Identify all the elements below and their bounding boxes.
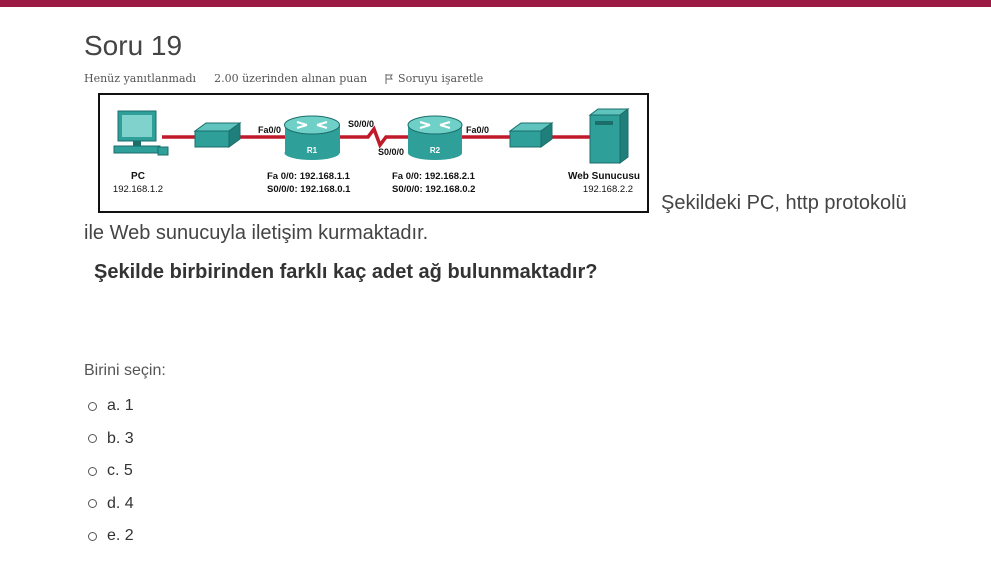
router-r1-icon bbox=[284, 115, 340, 160]
r2-fa-ip: Fa 0/0: 192.168.2.1 bbox=[392, 171, 476, 182]
question-info: Henüz yanıtlanmadı 2.00 üzerinden alınan… bbox=[84, 72, 483, 85]
option-label: e. 2 bbox=[107, 527, 134, 545]
switch2-icon bbox=[508, 122, 554, 148]
r1-fa-ip: Fa 0/0: 192.168.1.1 bbox=[267, 171, 351, 182]
server-ip: 192.168.2.2 bbox=[583, 184, 633, 195]
radio-button[interactable] bbox=[88, 401, 97, 411]
option-a[interactable]: a. 1 bbox=[88, 390, 134, 423]
answer-options: a. 1 b. 3 c. 5 d. 4 e. 2 bbox=[88, 390, 134, 553]
option-label: a. 1 bbox=[107, 397, 134, 415]
network-topology: Fa0/0 S0/0/0 S0/0/0 Fa0/0 R1 R2 PC 192.1… bbox=[113, 108, 640, 195]
link-serial bbox=[340, 125, 408, 149]
option-label: c. 5 bbox=[107, 462, 133, 480]
option-c[interactable]: c. 5 bbox=[88, 455, 134, 488]
option-d[interactable]: d. 4 bbox=[88, 488, 134, 521]
network-diagram: Fa0/0 S0/0/0 S0/0/0 Fa0/0 R1 R2 PC 192.1… bbox=[98, 93, 649, 213]
r2-fa-label: Fa0/0 bbox=[466, 125, 489, 135]
radio-button[interactable] bbox=[88, 434, 97, 444]
flag-question-link[interactable]: Soruyu işaretle bbox=[385, 72, 483, 85]
flag-icon bbox=[385, 73, 393, 84]
serial-bottom-label: S0/0/0 bbox=[378, 147, 404, 157]
switch1-icon bbox=[193, 122, 242, 148]
router-r2-icon bbox=[407, 115, 463, 160]
option-e[interactable]: e. 2 bbox=[88, 520, 134, 553]
r1-serial-ip: S0/0/0: 192.168.0.1 bbox=[267, 184, 351, 195]
web-server-icon bbox=[588, 108, 630, 164]
pc-label: PC bbox=[131, 171, 145, 182]
top-accent-bar bbox=[0, 0, 991, 7]
r2-serial-ip: S0/0/0: 192.168.0.2 bbox=[392, 184, 475, 195]
question-bold-text: Şekilde birbirinden farklı kaç adet ağ b… bbox=[94, 261, 598, 283]
r1-fa-label: Fa0/0 bbox=[258, 125, 281, 135]
points-info: 2.00 üzerinden alınan puan bbox=[214, 72, 368, 85]
option-label: d. 4 bbox=[107, 494, 134, 512]
r1-label: R1 bbox=[307, 146, 318, 155]
answer-status: Henüz yanıtlanmadı bbox=[84, 72, 197, 85]
option-label: b. 3 bbox=[107, 429, 134, 447]
answer-prompt: Birini seçin: bbox=[84, 362, 166, 379]
server-label: Web Sunucusu bbox=[568, 171, 640, 182]
question-text-part2: ile Web sunucuyla iletişim kurmaktadır. bbox=[84, 222, 429, 244]
pc-ip: 192.168.1.2 bbox=[113, 184, 163, 195]
question-title: Soru 19 bbox=[84, 30, 183, 61]
radio-button[interactable] bbox=[88, 499, 97, 509]
pc-icon bbox=[113, 110, 169, 156]
flag-label: Soruyu işaretle bbox=[398, 72, 484, 85]
serial-top-label: S0/0/0 bbox=[348, 119, 374, 129]
question-text-part1: Şekildeki PC, http protokolü bbox=[661, 192, 907, 214]
option-b[interactable]: b. 3 bbox=[88, 423, 134, 456]
radio-button[interactable] bbox=[88, 531, 97, 541]
r2-label: R2 bbox=[430, 146, 441, 155]
radio-button[interactable] bbox=[88, 466, 97, 476]
